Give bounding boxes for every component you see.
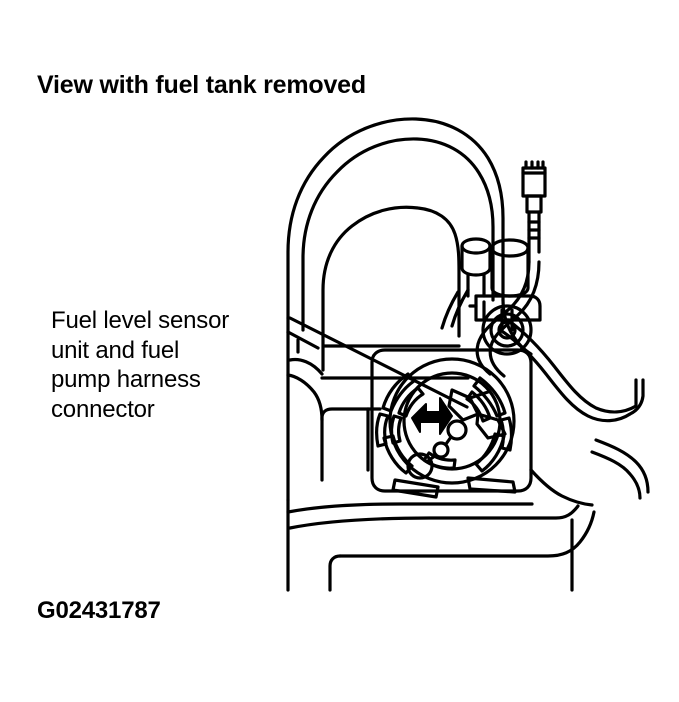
panel-fold-lower <box>288 375 322 420</box>
hose-lower-right-inner <box>592 452 640 498</box>
callout-leader-group <box>290 318 467 407</box>
fuel-pump-assembly <box>377 359 515 497</box>
callout-line-3: pump harness <box>51 366 201 393</box>
tube-shaft-ribs <box>529 222 539 238</box>
diagram-title: View with fuel tank removed <box>37 71 366 99</box>
tank-recess-arch <box>323 207 459 370</box>
connector-node-3 <box>408 454 432 478</box>
connector-link-2 <box>428 455 436 461</box>
callout-leader-line <box>290 318 467 407</box>
callout-line-1: Fuel level sensor <box>51 307 230 334</box>
fitting-cylinder-a-top <box>462 246 490 253</box>
panel-fold-upper <box>288 332 318 348</box>
pump-boss-outer <box>483 306 531 354</box>
right-body-lower <box>531 470 592 505</box>
pump-outer-circle <box>390 359 514 483</box>
flange-strip-inner <box>392 416 401 443</box>
pump-boss-inner <box>499 322 515 338</box>
callout-line-4: connector <box>51 395 155 423</box>
fitting-cylinder-b-top <box>492 248 528 256</box>
flange-strip-outer <box>377 414 388 446</box>
hose-lower-right <box>596 440 648 492</box>
ring-lock-tab <box>468 478 515 492</box>
body-middle-arch <box>303 139 493 330</box>
connector-node-2 <box>434 443 448 457</box>
lower-recess-box <box>322 409 380 480</box>
hose-left-descend-inner <box>442 292 458 328</box>
callout-label: Fuel level sensor unit and fuel pump har… <box>51 306 229 424</box>
hose-main <box>477 262 529 374</box>
ring-segment-top-right <box>474 378 505 416</box>
floor-pan-line-2 <box>290 506 578 528</box>
hose-secondary-inner <box>508 320 636 412</box>
tube-cap-ribs <box>523 162 545 173</box>
figure-id: G02431787 <box>37 597 161 624</box>
body-panel-outlines <box>288 119 594 590</box>
alignment-arrow-icon <box>412 398 452 434</box>
fuel-lines-and-fittings <box>442 162 648 498</box>
harness-connector-body <box>449 390 478 420</box>
inner-ring-segment-left <box>399 388 423 416</box>
fitting-bracket-inner <box>470 302 484 318</box>
pump-boss-stem <box>502 310 512 330</box>
fitting-bracket <box>476 296 540 320</box>
connector-node-1 <box>448 421 466 439</box>
connector-link-1 <box>446 437 451 444</box>
body-outer-arch <box>288 119 503 318</box>
floor-pan-line-1 <box>288 504 532 512</box>
ring-segment-bottom-right <box>476 434 504 471</box>
fitting-cylinder-a-stem <box>468 275 484 296</box>
pump-mount-plate <box>372 350 531 491</box>
hose-secondary <box>500 330 630 421</box>
hose-left-descend <box>452 290 468 326</box>
panel-fold-curve <box>290 360 322 374</box>
fitting-cylinder-b <box>492 240 528 296</box>
ring-lock-tab-left <box>393 480 438 497</box>
ring-segment-top-left <box>383 374 414 411</box>
harness-connector-neck <box>470 392 488 398</box>
floor-pan-line-3 <box>340 512 594 556</box>
tube-cap-collar <box>527 196 541 212</box>
callout-line-2: unit and fuel <box>51 336 180 364</box>
floor-pan-step-left <box>330 556 340 590</box>
pump-boss-mid <box>491 314 523 346</box>
harness-connector-tab <box>477 414 505 438</box>
fitting-cylinder-a <box>462 239 490 275</box>
hose-right-downturn <box>630 380 643 414</box>
